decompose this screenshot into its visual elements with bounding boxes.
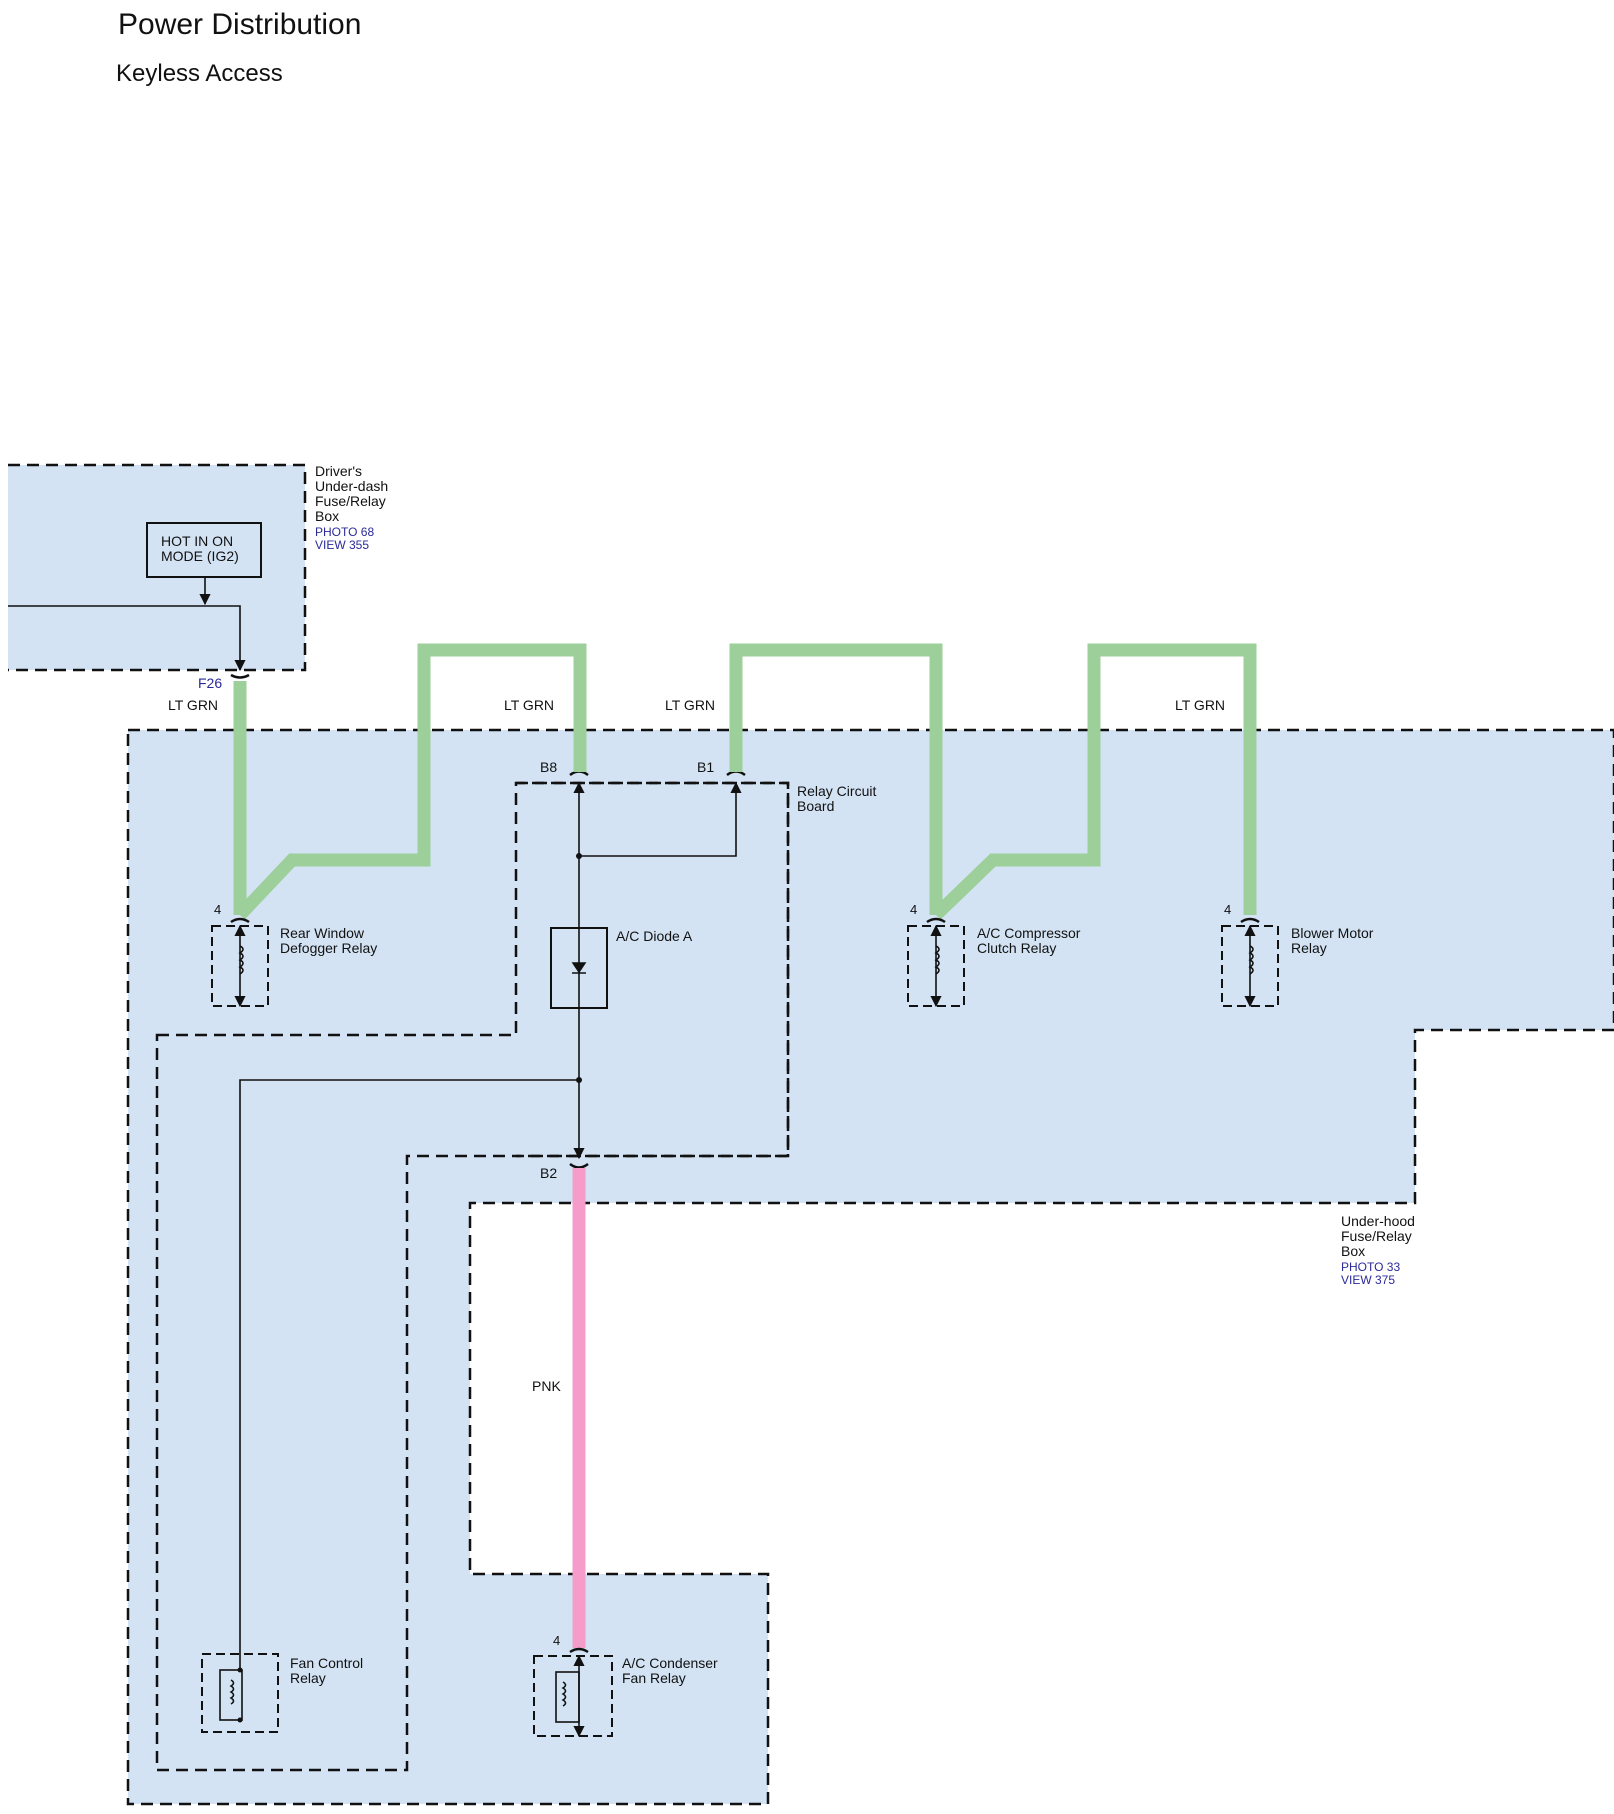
- relay-name-condenser-1: A/C Condenser: [622, 1655, 718, 1671]
- connector-f26: [230, 673, 250, 679]
- dash-box-photo-link[interactable]: PHOTO 68: [315, 525, 374, 539]
- relay-name-condenser-2: Fan Relay: [622, 1670, 686, 1686]
- circuit-board-name-2: Board: [797, 798, 834, 814]
- relay-name-fan-control-1: Fan Control: [290, 1655, 363, 1671]
- relay-pin-rear-window: 4: [214, 902, 221, 917]
- page-subtitle: Keyless Access: [116, 60, 283, 87]
- splice-dot: [576, 1077, 582, 1083]
- board-wire: [579, 781, 742, 857]
- lt-grn-wires: [233, 643, 1257, 920]
- diode-label: A/C Diode A: [616, 928, 693, 944]
- internal-wire: [8, 605, 246, 672]
- hood-box-name-1: Under-hood: [1341, 1213, 1415, 1229]
- relay-name-fan-control-2: Relay: [290, 1670, 326, 1686]
- connector-b2: [569, 1162, 589, 1169]
- hood-box-view-link[interactable]: VIEW 375: [1341, 1273, 1395, 1287]
- terminal-f26-label: F26: [198, 675, 222, 691]
- wire-label-2: LT GRN: [504, 697, 554, 713]
- hood-box-name-2: Fuse/Relay: [1341, 1228, 1412, 1244]
- dash-box-name-3: Fuse/Relay: [315, 493, 386, 509]
- relay-ac-compressor-clutch: [907, 917, 965, 1008]
- wire-label-1: LT GRN: [168, 697, 218, 713]
- hood-box-name-3: Box: [1341, 1243, 1365, 1259]
- relay-name-rear-window-1: Rear Window: [280, 925, 365, 941]
- dash-box-view-link[interactable]: VIEW 355: [315, 538, 369, 552]
- wire-lt-grn-3: [729, 643, 943, 915]
- ig2-source-label-1: HOT IN ON: [161, 533, 233, 549]
- inner-region-left: [155, 781, 790, 1772]
- relay-pin-condenser: 4: [553, 1633, 560, 1648]
- circuit-board-name-1: Relay Circuit: [797, 783, 876, 799]
- relay-fan-control: [201, 1653, 279, 1733]
- splice-dot: [576, 853, 582, 859]
- terminal-b8-label: B8: [540, 759, 557, 775]
- relay-circuit-board-outline: [516, 781, 790, 1158]
- wire-label-4: LT GRN: [1175, 697, 1225, 713]
- dash-box-name-1: Driver's: [315, 463, 362, 479]
- relay-ac-condenser-fan: [533, 1647, 613, 1738]
- page-title: Power Distribution: [118, 8, 362, 41]
- ig2-source-box: [146, 522, 262, 578]
- terminal-b1-label: B1: [697, 759, 714, 775]
- wire-lt-grn-4: [931, 643, 1257, 920]
- relay-name-blower-1: Blower Motor: [1291, 925, 1374, 941]
- hood-box-photo-link[interactable]: PHOTO 33: [1341, 1260, 1400, 1274]
- relay-pin-ac-compressor: 4: [910, 902, 917, 917]
- relay-blower-motor: [1221, 917, 1279, 1008]
- ig2-source-label-2: MODE (IG2): [161, 548, 239, 564]
- relay-name-blower-2: Relay: [1291, 940, 1327, 956]
- relay-rear-window-defogger: [211, 917, 269, 1008]
- dash-box-name-4: Box: [315, 508, 339, 524]
- relay-name-rear-window-2: Defogger Relay: [280, 940, 377, 956]
- terminal-b2-label: B2: [540, 1165, 557, 1181]
- board-wire: [239, 1079, 579, 1670]
- under-hood-box-outline: [126, 728, 1614, 1806]
- relay-pin-blower: 4: [1224, 902, 1231, 917]
- diode-icon: [571, 962, 587, 974]
- wire-label-3: LT GRN: [665, 697, 715, 713]
- relay-name-ac-compressor-1: A/C Compressor: [977, 925, 1081, 941]
- dash-box-name-2: Under-dash: [315, 478, 388, 494]
- wire-label-5: PNK: [532, 1378, 561, 1394]
- relay-name-ac-compressor-2: Clutch Relay: [977, 940, 1056, 956]
- wire-lt-grn-2: [235, 643, 587, 920]
